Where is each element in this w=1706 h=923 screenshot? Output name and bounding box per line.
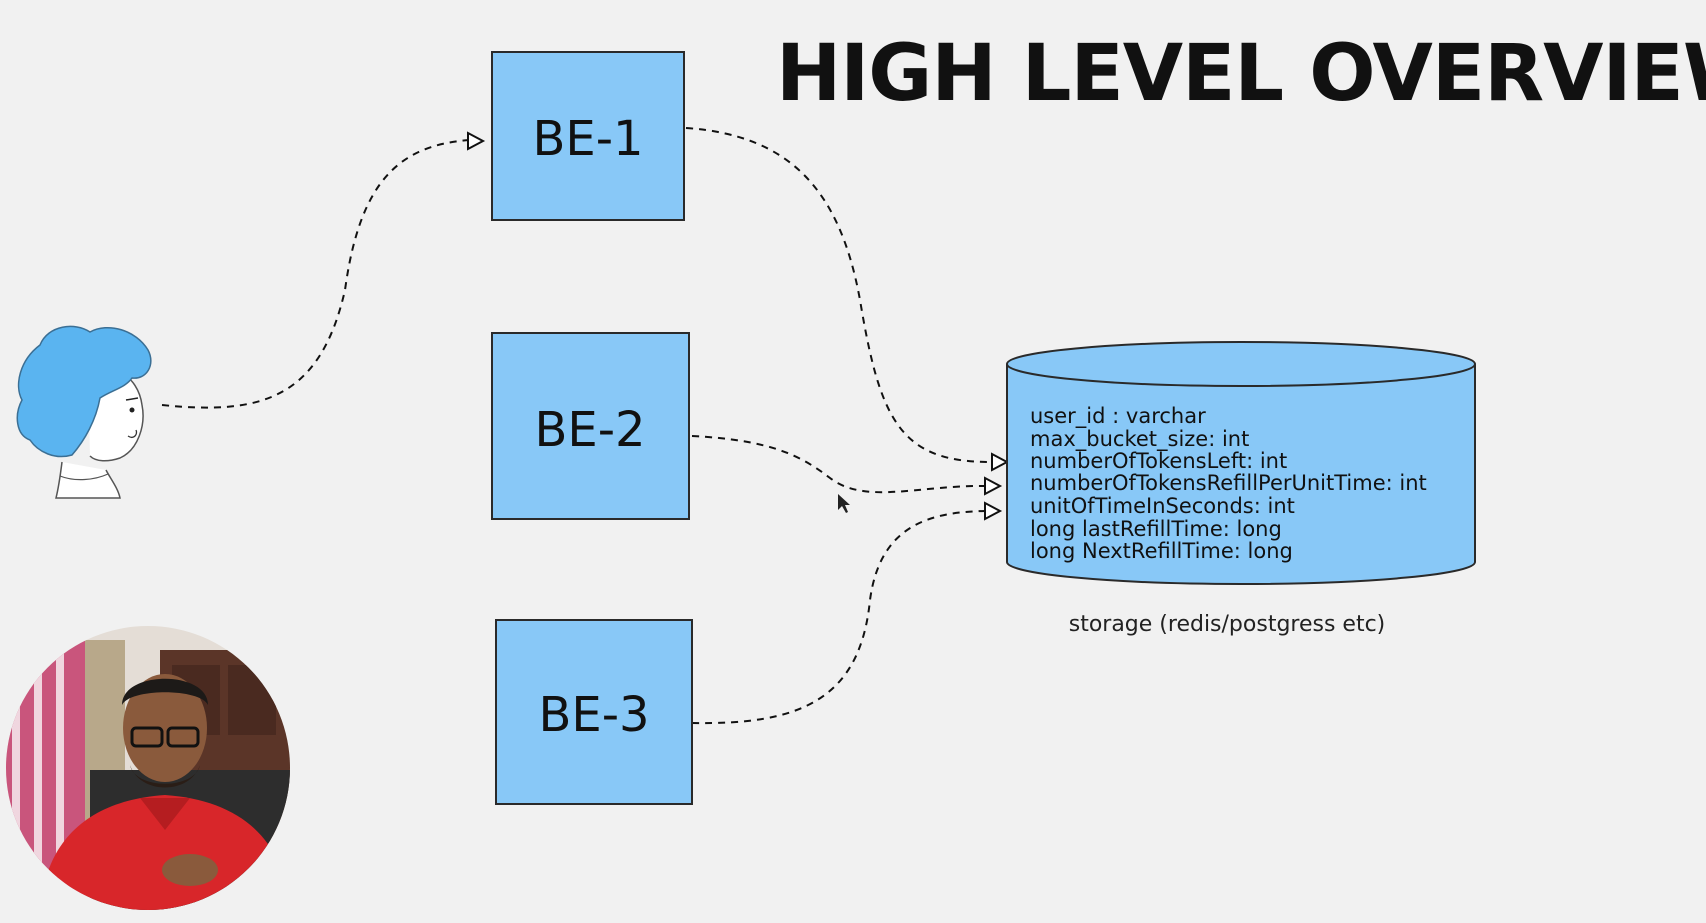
storage-caption: storage (redis/postgress etc) [1069, 612, 1386, 637]
schema-field: numberOfTokensRefillPerUnitTime: int [1030, 471, 1427, 495]
be2-to-storage-connector [691, 435, 986, 494]
presenter-webcam-image [6, 626, 290, 910]
arrowhead-be1 [467, 131, 486, 151]
backend-label: BE-1 [532, 111, 643, 167]
user-to-be1-connector [161, 139, 471, 409]
user-avatar-icon [16, 325, 152, 499]
backend-label: BE-2 [534, 402, 645, 458]
schema-field: max_bucket_size: int [1030, 427, 1249, 452]
page-title: HIGH LEVEL OVERVIEW [776, 29, 1706, 119]
arrowhead-storage-1 [991, 452, 1010, 472]
schema-field: user_id : varchar [1030, 404, 1206, 429]
schema-field: long lastRefillTime: long [1030, 517, 1282, 541]
storage-schema: user_id : varchar max_bucket_size: int n… [1030, 404, 1427, 563]
backend-box-be1: BE-1 [491, 51, 685, 221]
arrowhead-storage-2 [984, 476, 1003, 496]
schema-field: unitOfTimeInSeconds: int [1030, 494, 1295, 518]
backend-box-be2: BE-2 [491, 332, 690, 520]
schema-field: long NextRefillTime: long [1030, 539, 1293, 563]
schema-field: numberOfTokensLeft: int [1030, 449, 1287, 473]
be1-to-storage-connector [685, 127, 991, 463]
storage-cylinder: user_id : varchar max_bucket_size: int n… [1006, 341, 1476, 585]
backend-box-be3: BE-3 [495, 619, 693, 805]
be3-to-storage-connector [691, 510, 986, 725]
backend-label: BE-3 [538, 687, 649, 743]
mouse-cursor-icon [838, 494, 850, 513]
arrowhead-storage-3 [984, 501, 1003, 521]
